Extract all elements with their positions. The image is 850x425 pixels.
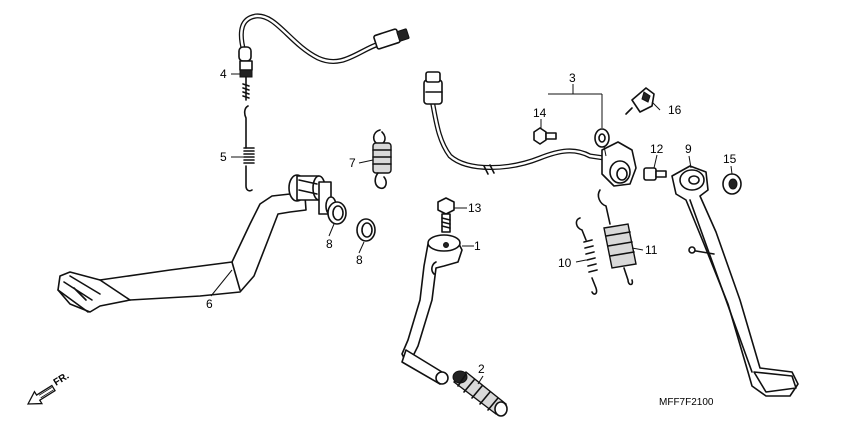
callout-2: 2 [478, 362, 485, 376]
callout-7: 7 [349, 156, 356, 170]
front-direction-arrow: FR. [26, 371, 72, 405]
front-direction-label: FR. [52, 371, 72, 389]
callout-6: 6 [206, 297, 213, 311]
side-stand-spring-outer [597, 189, 637, 286]
brake-pedal-return-spring [372, 129, 392, 190]
washer-upper [327, 201, 347, 225]
side-stand [671, 165, 799, 397]
rear-brake-light-switch [238, 13, 410, 101]
callout-14: 14 [533, 106, 547, 120]
callout-5: 5 [220, 150, 227, 164]
washer-lower [356, 218, 376, 242]
side-stand-spring-inner [575, 217, 598, 295]
side-stand-switch [423, 71, 637, 187]
callout-15: 15 [723, 152, 737, 166]
callout-10: 10 [558, 256, 572, 270]
diagram-code: MFF7F2100 [659, 397, 714, 408]
callout-labels: 4 5 7 6 8 8 13 1 2 3 14 16 12 9 15 11 10 [206, 67, 737, 376]
callout-8-upper: 8 [326, 237, 333, 251]
callout-9: 9 [685, 142, 692, 156]
side-stand-pivot-bolt [643, 167, 667, 181]
shift-pedal-rubber [452, 370, 508, 417]
leader-lines [210, 73, 733, 385]
callout-16: 16 [668, 103, 682, 117]
callout-8-lower: 8 [356, 253, 363, 267]
switch-mounting-bolt [533, 127, 557, 145]
callout-12: 12 [650, 142, 664, 156]
callout-11: 11 [645, 243, 658, 257]
gearshift-pedal-bolt [437, 197, 455, 233]
gearshift-pedal [401, 234, 463, 385]
callout-3: 3 [569, 71, 576, 85]
brake-switch-spring [243, 105, 255, 192]
rear-brake-pedal [57, 174, 337, 313]
callout-1: 1 [474, 239, 481, 253]
callout-4: 4 [220, 67, 227, 81]
wire-clip [625, 87, 655, 115]
side-stand-nut [722, 173, 742, 195]
callout-13: 13 [468, 201, 482, 215]
